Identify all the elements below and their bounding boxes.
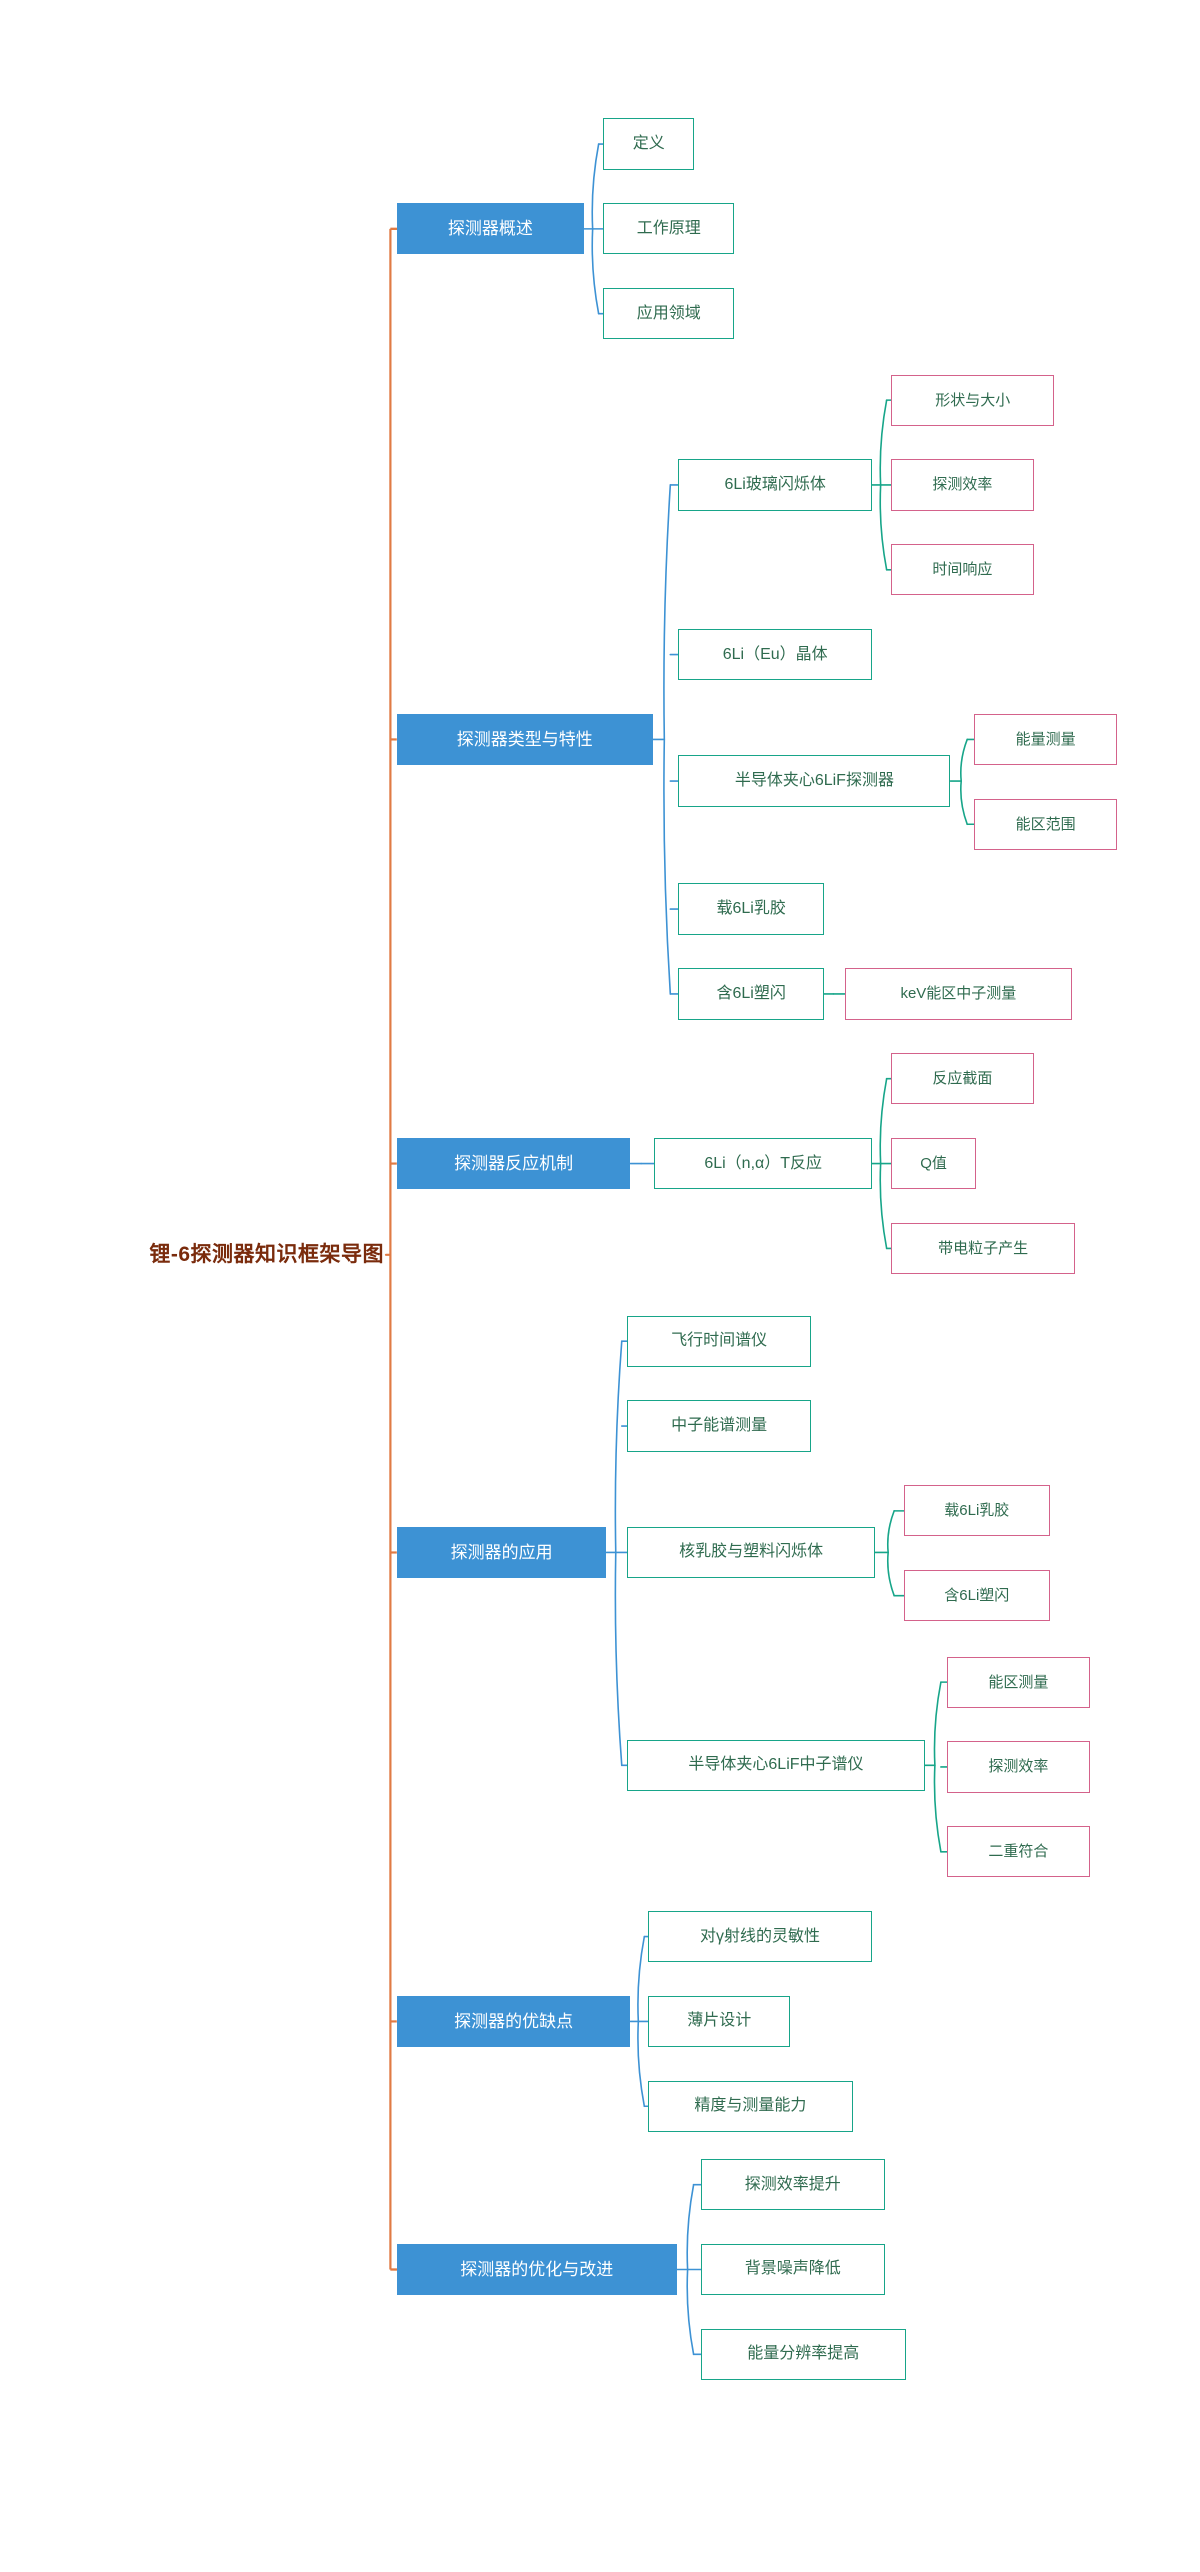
leaf-node-3-1-3[interactable]: 带电粒子产生: [891, 1222, 1076, 1274]
sub-node-1-1[interactable]: 定义: [603, 118, 695, 170]
sub-node-6-1[interactable]: 探测效率提升: [700, 2159, 885, 2211]
branch-node-2[interactable]: 探测器类型与特性: [396, 713, 653, 766]
root-node[interactable]: 锂-6探测器知识框架导图: [149, 1243, 384, 1267]
leaf-node-2-1-2[interactable]: 探测效率: [891, 459, 1034, 511]
sub-node-3-1[interactable]: 6Li（n,α）T反应: [654, 1137, 872, 1190]
sub-node-4-3[interactable]: 核乳胶与塑料闪烁体: [627, 1526, 876, 1579]
sub-node-6-3[interactable]: 能量分辨率提高: [700, 2328, 906, 2380]
sub-node-2-2[interactable]: 6Li（Eu）晶体: [678, 628, 872, 681]
leaf-node-4-3-1[interactable]: 载6Li乳胶: [904, 1485, 1050, 1537]
leaf-node-4-3-2[interactable]: 含6Li塑闪: [904, 1570, 1050, 1622]
leaf-node-2-5-1[interactable]: keV能区中子测量: [844, 968, 1072, 1020]
sub-node-1-3[interactable]: 应用领域: [603, 288, 735, 340]
sub-node-5-2[interactable]: 薄片设计: [648, 1995, 791, 2048]
branch-node-4[interactable]: 探测器的应用: [396, 1526, 607, 1579]
sub-node-5-1[interactable]: 对γ射线的灵敏性: [648, 1910, 872, 1963]
leaf-node-2-1-3[interactable]: 时间响应: [891, 544, 1034, 596]
leaf-node-4-4-1[interactable]: 能区测量: [947, 1656, 1090, 1708]
branch-node-6[interactable]: 探测器的优化与改进: [396, 2243, 677, 2296]
branch-node-3[interactable]: 探测器反应机制: [396, 1137, 631, 1190]
leaf-node-4-4-2[interactable]: 探测效率: [947, 1741, 1090, 1793]
branch-node-5[interactable]: 探测器的优缺点: [396, 1995, 631, 2048]
sub-node-4-2[interactable]: 中子能谱测量: [627, 1400, 812, 1452]
sub-node-6-2[interactable]: 背景噪声降低: [700, 2243, 885, 2296]
leaf-node-2-3-1[interactable]: 能量测量: [974, 713, 1117, 766]
leaf-node-4-4-3[interactable]: 二重符合: [947, 1826, 1090, 1878]
leaf-node-2-3-2[interactable]: 能区范围: [974, 798, 1117, 850]
leaf-node-3-1-2[interactable]: Q值: [891, 1137, 976, 1190]
branch-node-1[interactable]: 探测器概述: [396, 203, 584, 255]
sub-node-2-3[interactable]: 半导体夹心6LiF探测器: [678, 755, 951, 807]
sub-node-5-3[interactable]: 精度与测量能力: [648, 2080, 853, 2132]
sub-node-2-4[interactable]: 载6Li乳胶: [678, 883, 824, 935]
sub-node-4-1[interactable]: 飞行时间谱仪: [627, 1315, 812, 1367]
sub-node-2-5[interactable]: 含6Li塑闪: [678, 968, 824, 1020]
leaf-node-2-1-1[interactable]: 形状与大小: [891, 374, 1055, 426]
leaf-node-3-1-1[interactable]: 反应截面: [891, 1053, 1034, 1105]
sub-node-1-2[interactable]: 工作原理: [603, 203, 735, 255]
sub-node-2-1[interactable]: 6Li玻璃闪烁体: [678, 459, 872, 511]
sub-node-4-4[interactable]: 半导体夹心6LiF中子谱仪: [627, 1739, 925, 1791]
